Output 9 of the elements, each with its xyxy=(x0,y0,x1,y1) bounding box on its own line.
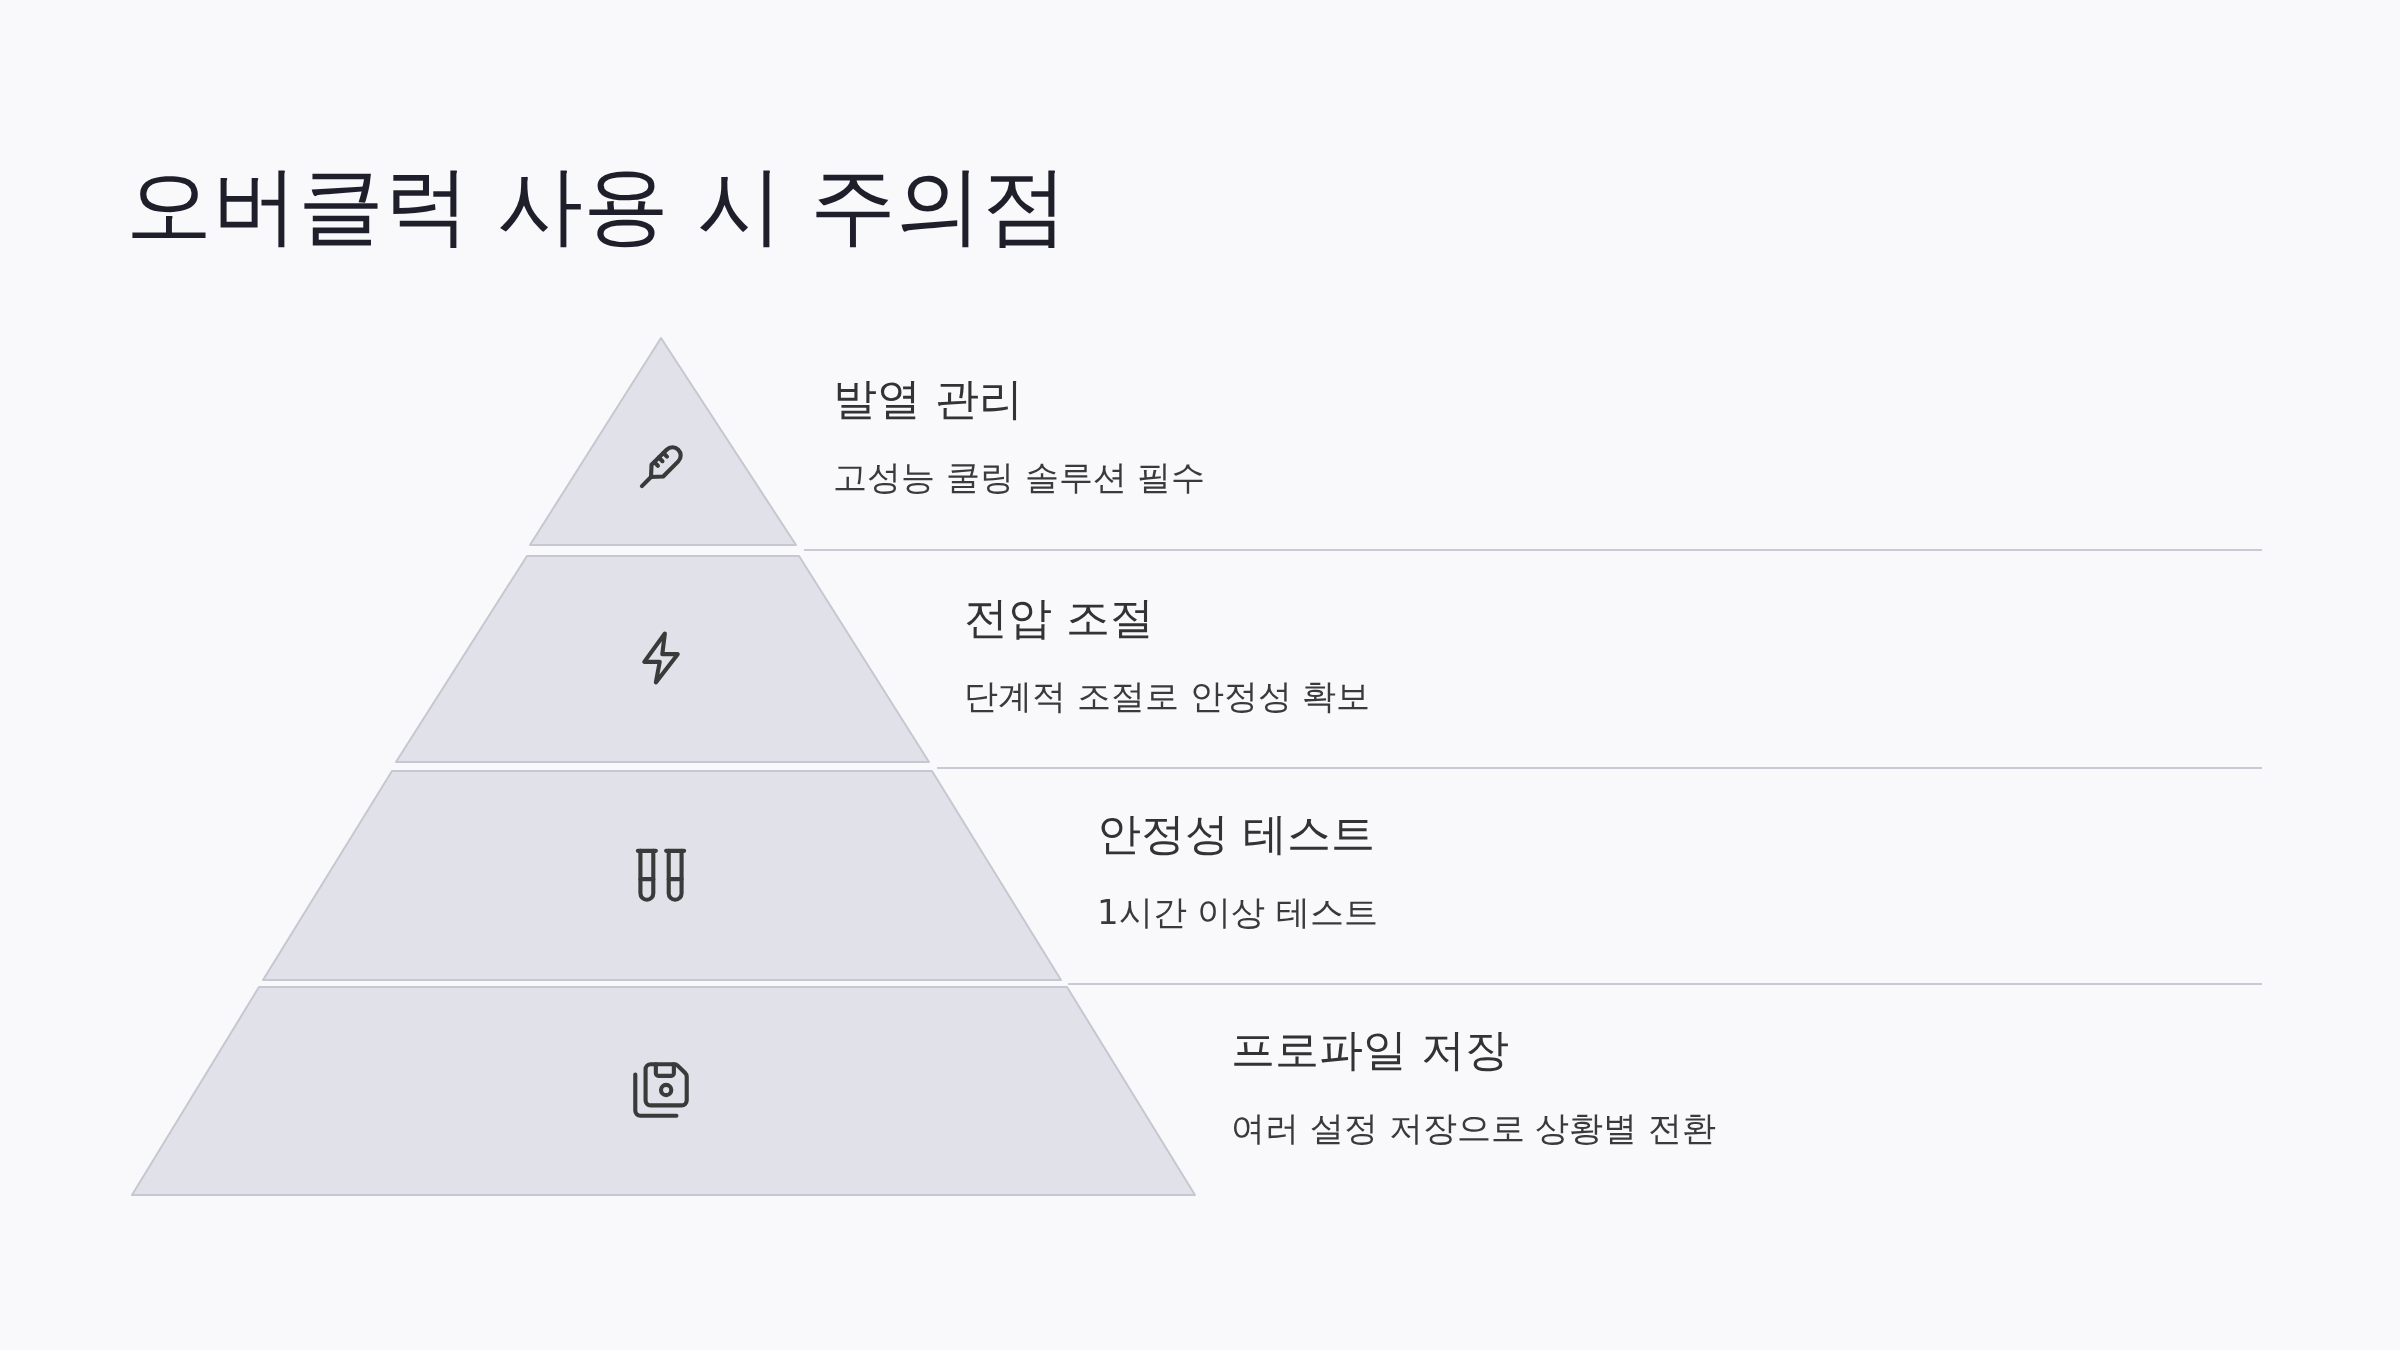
tier-description: 단계적 조절로 안정성 확보 xyxy=(964,675,1371,717)
tier-heading: 안정성 테스트 xyxy=(1097,807,1375,861)
tier-heading: 프로파일 저장 xyxy=(1231,1023,1509,1077)
title: 오버클럭 사용 시 주의점 xyxy=(126,154,1068,257)
tier-description: 고성능 쿨링 솔루션 필수 xyxy=(833,456,1206,498)
tier-heading: 발열 관리 xyxy=(833,372,1023,426)
tier-description: 1시간 이상 테스트 xyxy=(1097,891,1379,933)
tier-heading: 전압 조절 xyxy=(964,591,1154,645)
tier-description: 여러 설정 저장으로 상황별 전환 xyxy=(1231,1107,1717,1149)
